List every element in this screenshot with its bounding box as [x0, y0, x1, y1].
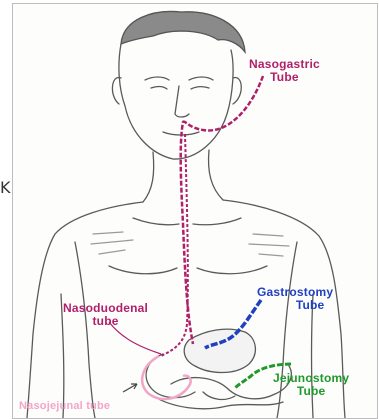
jejunostomy-label: Jejunostomy Tube	[273, 372, 349, 398]
nasojejunal-label: Nasojejunal tube	[19, 400, 110, 413]
nasogastric-tube-line	[181, 76, 263, 344]
stray-mark: K	[0, 178, 11, 197]
nasogastric-label-line-2: Tube	[249, 71, 320, 84]
diagram-frame: Nasogastric Tube Nasoduodenal tube Gastr…	[12, 3, 378, 419]
gastrostomy-label-line-2: Tube	[257, 299, 333, 312]
nasojejunal-tube-line	[142, 356, 190, 399]
nasogastric-label: Nasogastric Tube	[249, 58, 320, 84]
anatomy-illustration	[13, 4, 377, 418]
gastrostomy-label: Gastrostomy Tube	[257, 286, 333, 312]
jejunostomy-label-line-2: Tube	[273, 385, 349, 398]
nasoduodenal-label-line-2: tube	[63, 315, 148, 328]
nasoduodenal-label: Nasoduodenal tube	[63, 302, 148, 328]
